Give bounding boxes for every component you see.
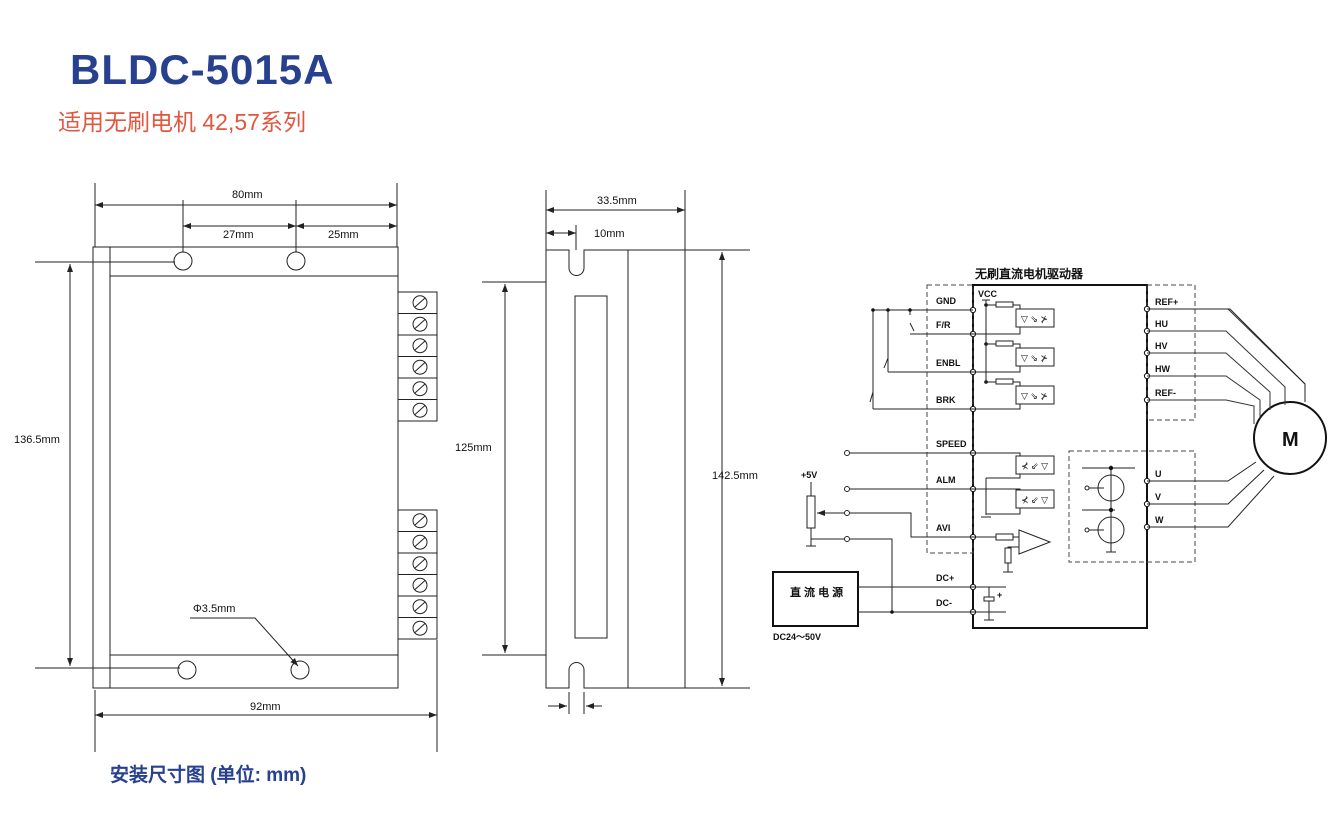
pin-label: ENBL xyxy=(936,358,961,368)
pin-label: HU xyxy=(1155,319,1168,329)
pin-label: DC- xyxy=(936,598,952,608)
pin-label: SPEED xyxy=(936,439,967,449)
vcc-label: VCC xyxy=(978,289,998,299)
terminal-screw xyxy=(397,617,438,640)
motor-label: M xyxy=(1282,429,1299,451)
dim-92mm: 92mm xyxy=(250,701,281,713)
front-view: 80mm 27mm 25mm 136.5mm 92mm Φ3.5mm xyxy=(14,183,438,752)
product-title: BLDC-5015A xyxy=(70,46,335,93)
dim-27mm: 27mm xyxy=(223,229,254,241)
svg-text:▽ ⇘ ⊁: ▽ ⇘ ⊁ xyxy=(1021,353,1048,363)
terminal-blocks xyxy=(397,291,438,640)
dim-80mm: 80mm xyxy=(232,189,263,201)
terminal-screw xyxy=(397,509,438,532)
terminal-screw xyxy=(397,531,438,554)
pin-label: GND xyxy=(936,296,957,306)
dim-33-5mm: 33.5mm xyxy=(597,195,637,207)
pin-label: HW xyxy=(1155,364,1170,374)
terminal-screw xyxy=(397,377,438,400)
terminal-screw xyxy=(397,399,438,422)
terminal-screw xyxy=(397,574,438,597)
pin-label: U xyxy=(1155,469,1162,479)
cap-plus: + xyxy=(997,590,1002,600)
optocoupler xyxy=(1015,455,1055,475)
terminal-screw xyxy=(397,356,438,379)
terminal-screw xyxy=(397,291,438,314)
optocoupler xyxy=(1015,385,1055,405)
plus5v-label: +5V xyxy=(801,470,817,480)
terminal-screw xyxy=(397,552,438,575)
pin-label: W xyxy=(1155,515,1164,525)
dim-142-5mm: 142.5mm xyxy=(712,470,758,482)
dim-10mm: 10mm xyxy=(594,228,625,240)
pin-label: DC+ xyxy=(936,573,954,583)
dim-hole-diameter: Φ3.5mm xyxy=(193,603,235,615)
dimension-caption: 安装尺寸图 (单位: mm) xyxy=(110,765,307,786)
optocoupler xyxy=(1015,308,1055,328)
pin-label: BRK xyxy=(936,395,956,405)
terminal-screw xyxy=(397,595,438,618)
wiring-diagram: 无刷直流电机驱动器 VCC GND F/R ENBL BRK SPEED ALM AVI DC… xyxy=(772,266,1327,642)
terminal-screw xyxy=(397,313,438,336)
pin-label: AVI xyxy=(936,523,950,533)
terminal-screw xyxy=(397,334,438,357)
mount-hole xyxy=(177,660,197,680)
dim-136-5mm: 136.5mm xyxy=(14,434,60,446)
mount-hole xyxy=(286,251,306,271)
pin-label: REF+ xyxy=(1155,297,1178,307)
svg-text:⊀ ⇙ ▽: ⊀ ⇙ ▽ xyxy=(1021,495,1048,505)
supply-range: DC24～50V xyxy=(773,632,821,642)
pin-label: ALM xyxy=(936,475,956,485)
dim-25mm: 25mm xyxy=(328,229,359,241)
pin-label: HV xyxy=(1155,341,1168,351)
optocoupler xyxy=(1015,489,1055,509)
pin-label: REF- xyxy=(1155,388,1176,398)
svg-text:⊀ ⇙ ▽: ⊀ ⇙ ▽ xyxy=(1021,461,1048,471)
dim-125mm: 125mm xyxy=(455,442,492,454)
supply-label: 直 流 电 源 xyxy=(790,585,843,599)
optocoupler xyxy=(1015,347,1055,367)
side-view: 33.5mm 10mm 125mm 142.5mm xyxy=(455,190,758,714)
circuit-title: 无刷直流电机驱动器 xyxy=(974,266,1084,281)
svg-text:▽ ⇘ ⊁: ▽ ⇘ ⊁ xyxy=(1021,391,1048,401)
pin-label: F/R xyxy=(936,320,951,330)
mount-hole xyxy=(173,251,193,271)
mount-hole xyxy=(290,660,310,680)
product-subtitle: 适用无刷电机 42,57系列 xyxy=(58,109,306,135)
svg-text:▽ ⇘ ⊁: ▽ ⇘ ⊁ xyxy=(1021,314,1048,324)
pin-label: V xyxy=(1155,492,1161,502)
